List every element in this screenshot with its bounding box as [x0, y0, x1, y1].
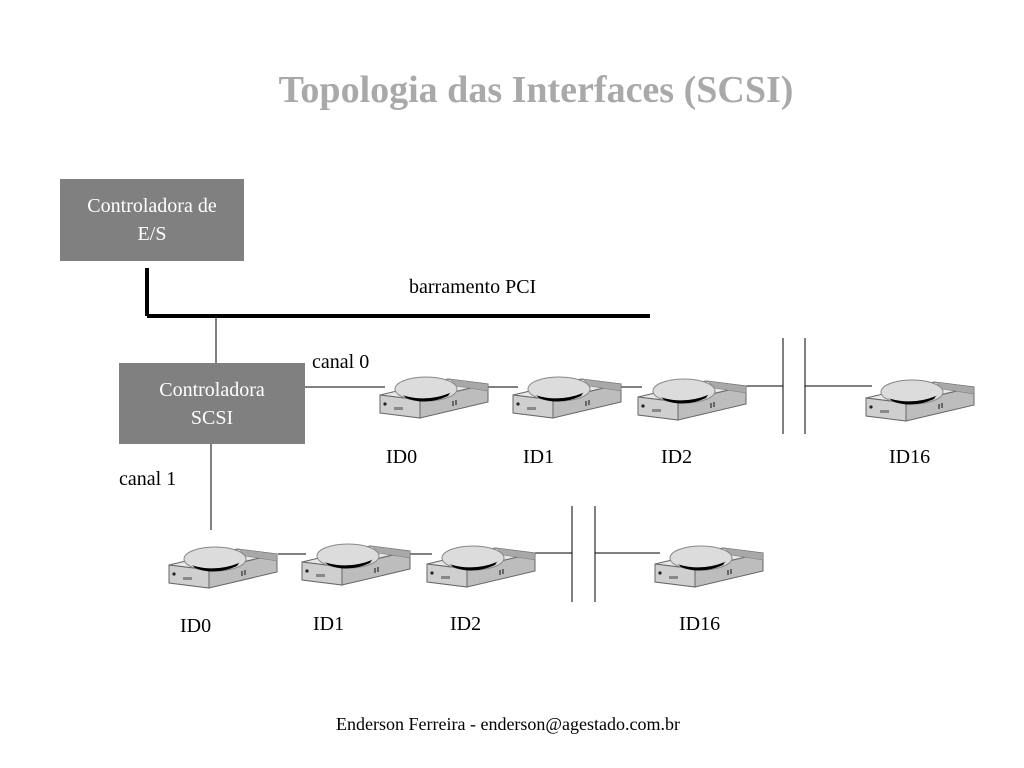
hard-disk-icon — [864, 369, 976, 427]
hard-disk-icon — [653, 535, 765, 593]
device-id-label: ID2 — [450, 613, 482, 635]
page-title: Topologia das Interfaces (SCSI) — [278, 69, 794, 111]
scsi-controller-label: Controladora — [159, 378, 265, 401]
scsi-controller-box: Controladora SCSI — [119, 363, 305, 444]
footer-credit: Enderson Ferreira - enderson@agestado.co… — [336, 714, 680, 734]
hard-disk-icon — [300, 533, 412, 591]
scsi-controller-label: SCSI — [190, 406, 234, 429]
io-controller-label: E/S — [137, 223, 167, 245]
hard-disk-icon — [636, 368, 748, 426]
device-id-label: ID16 — [679, 613, 721, 635]
device-id-label: ID0 — [386, 446, 418, 468]
device-id-label: ID1 — [313, 613, 345, 635]
hard-disk-icon — [378, 366, 490, 424]
hard-disk-icon — [167, 536, 279, 594]
io-controller-label: Controladora de — [87, 195, 217, 217]
device-id-label: ID1 — [523, 446, 555, 468]
io-controller-box: Controladora de E/S — [60, 179, 244, 261]
hard-disk-icon — [425, 535, 537, 593]
device-id-label: ID2 — [661, 446, 693, 468]
hard-disk-icon — [511, 366, 623, 424]
channel-1-label: canal 1 — [119, 468, 177, 490]
device-id-label: ID0 — [180, 615, 212, 637]
device-id-label: ID16 — [889, 446, 931, 468]
channel-0-label: canal 0 — [312, 351, 370, 373]
pci-bus-label: barramento PCI — [409, 276, 537, 298]
